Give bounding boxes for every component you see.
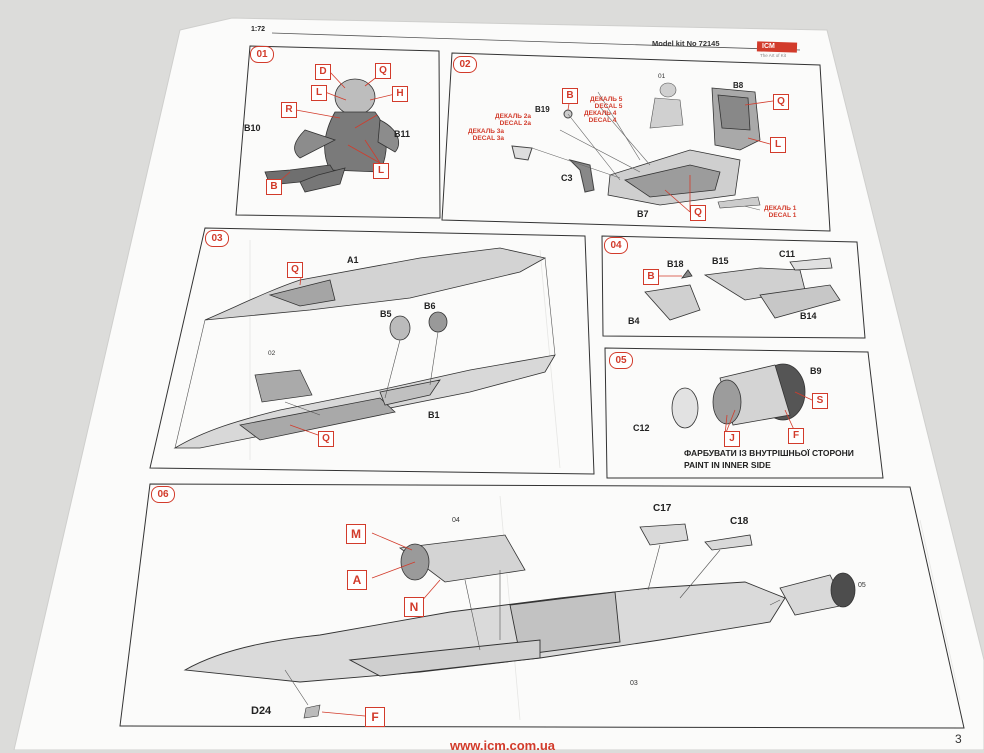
exhaust-nozzle-drawing [671,363,806,429]
website-footer: www.icm.com.ua [450,738,555,753]
part-b4: B4 [628,316,640,326]
color-callout-h: H [392,86,408,102]
part-b18: B18 [667,259,684,269]
cockpit-tub-drawing [607,149,741,206]
color-callout-l: L [770,137,786,153]
part-b15: B15 [712,256,729,266]
step-03-badge: 03 [205,230,229,247]
color-callout-m: M [346,524,366,544]
color-callout-q: Q [375,63,391,79]
color-callout-q: Q [287,262,303,278]
color-callout-b: B [643,269,659,285]
decal-2a-note: ДЕКАЛЬ 2a DECAL 2a [495,113,531,128]
part-c17: C17 [653,503,672,514]
subassembly-02-ref: 02 [268,350,276,357]
full-fuselage-drawing [183,581,786,683]
color-callout-r: R [281,102,297,118]
step-01-badge: 01 [250,46,274,63]
color-callout-n: N [404,597,424,617]
part-c12: C12 [633,423,650,433]
part-a1: A1 [347,255,359,265]
exhaust-subassembly-drawing [779,572,856,616]
step-04-badge: 04 [604,237,628,254]
subassembly-05-ref: 05 [858,582,866,589]
small-pilot-drawing [649,82,684,129]
color-callout-a: A [347,570,367,590]
part-d24: D24 [251,705,272,717]
c17-c18-parts [639,523,753,551]
part-b11: B11 [394,129,411,139]
model-kit-number: Model kit No 72145 [652,39,720,48]
subassembly-01-ref: 01 [658,73,666,80]
seat-drawing [711,87,761,151]
part-b14: B14 [800,311,817,321]
part-b1: B1 [428,410,440,420]
scale-label: 1:72 [251,26,266,33]
color-callout-f: F [365,707,385,727]
part-c18: C18 [730,516,749,527]
color-callout-q: Q [773,94,789,110]
color-callout-l2: L [373,163,389,179]
part-b9: B9 [810,366,822,376]
step-02-badge: 02 [453,56,477,73]
paint-note-en: PAINT IN INNER SIDE [684,460,771,470]
color-callout-b: B [562,88,578,104]
decal-1-note: ДЕКАЛЬ 1 DECAL 1 [764,205,797,220]
part-b10: B10 [244,123,261,133]
color-callout-q2: Q [318,431,334,447]
part-c11: C11 [779,249,796,259]
part-c3: C3 [561,173,573,183]
lower-fuselage-drawing [173,354,556,449]
pilot-figure-drawing [264,78,400,193]
color-callout-d: D [315,64,331,80]
paint-note-ua: ФАРБУВАТИ ІЗ ВНУТРІШНЬОЇ СТОРОНИ [684,448,854,458]
part-b7: B7 [637,209,649,219]
decal-4-note: ДЕКАЛЬ 4 DECAL 4 [584,110,617,125]
color-callout-b: B [266,179,282,195]
part-b5: B5 [380,309,392,319]
brand-logo: ICM [762,43,775,50]
subassembly-03-ref: 03 [630,680,638,687]
part-b6: B6 [424,301,436,311]
subassembly-04-ref: 04 [452,517,460,524]
decal-5-note: ДЕКАЛЬ 5 DECAL 5 [590,96,623,111]
color-callout-j: J [724,431,740,447]
intake-parts-drawing [644,257,841,321]
control-stick-drawing [511,109,595,193]
step-06-badge: 06 [151,486,175,503]
page-number: 3 [955,732,962,746]
color-callout-q2: Q [690,205,706,221]
color-callout-f: F [788,428,804,444]
decal-3a-note: ДЕКАЛЬ 3a DECAL 3a [468,128,504,143]
part-b19: B19 [535,105,550,114]
color-callout-l: L [311,85,327,101]
color-callout-s: S [812,393,828,409]
step-05-badge: 05 [609,352,633,369]
seat-subassembly-drawing [254,369,313,403]
brand-tagline: The Art of Kit [760,53,787,58]
part-b8: B8 [733,81,744,90]
upper-fuselage-drawing [204,247,547,321]
